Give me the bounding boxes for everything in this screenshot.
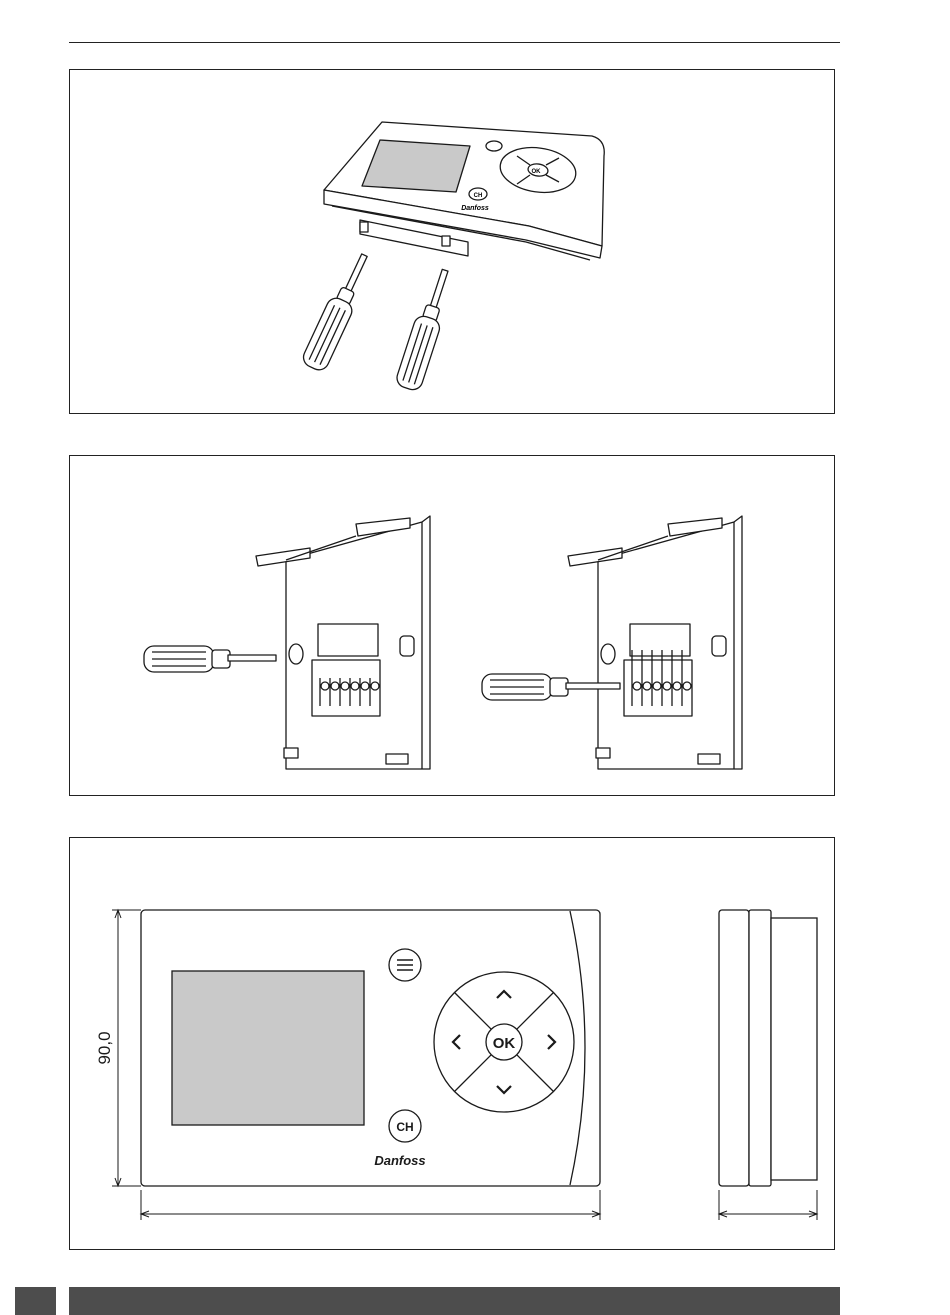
brand-logo-small: Danfoss — [461, 205, 489, 212]
figure-dimensions: OK CH Danfoss 90,0 — [69, 837, 835, 1250]
figure-terminal-wiring — [69, 455, 835, 796]
dimension-depth — [719, 1190, 817, 1220]
removal-illustration: OK CH Danfoss — [70, 70, 834, 413]
dimension-width — [141, 1190, 600, 1220]
ch-label-small: CH — [474, 193, 483, 199]
screwdriver-horizontal-left — [144, 646, 276, 672]
screwdriver-right — [394, 266, 457, 392]
device-screen — [362, 140, 470, 192]
device-screen-large — [172, 971, 364, 1125]
ch-label: CH — [396, 1120, 413, 1134]
menu-button-small — [486, 141, 502, 151]
dimension-height — [112, 910, 141, 1186]
footer-page-tab — [15, 1287, 56, 1315]
backplate-right — [568, 516, 742, 769]
device-side-view — [719, 910, 817, 1186]
backplate-left — [256, 516, 430, 769]
wiring-illustration — [70, 456, 834, 795]
ok-label: OK — [493, 1035, 516, 1052]
figure-removal-screwdrivers: OK CH Danfoss — [69, 69, 835, 414]
ok-label-small: OK — [532, 169, 542, 175]
height-dimension-label: 90,0 — [95, 1031, 114, 1064]
dimension-drawing: OK CH Danfoss 90,0 — [70, 838, 834, 1249]
screwdriver-left — [300, 250, 376, 373]
brand-logo: Danfoss — [374, 1153, 425, 1168]
footer-bar — [69, 1287, 840, 1315]
top-rule — [69, 42, 840, 43]
